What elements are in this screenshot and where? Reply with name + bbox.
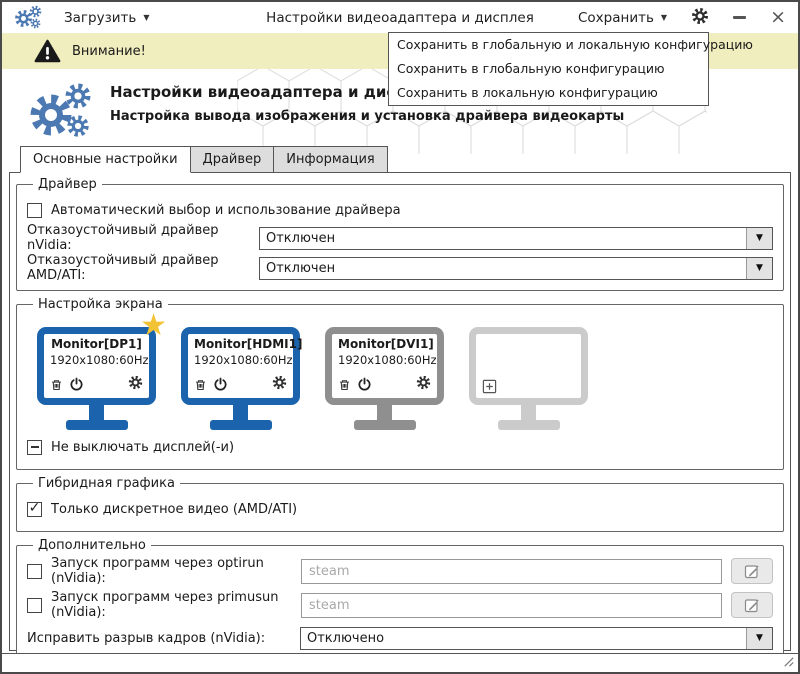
- tab-main-settings[interactable]: Основные настройки: [20, 146, 191, 173]
- monitor-stand: [89, 405, 104, 420]
- monitor-list: ★ Monitor[DP1] 1920x1080:60Hz: [27, 311, 773, 430]
- nvidia-failsafe-value: Отключен: [266, 230, 336, 246]
- monitor-base: [353, 420, 416, 430]
- chevron-down-icon[interactable]: ▼: [746, 627, 772, 649]
- tab-driver[interactable]: Драйвер: [189, 146, 275, 173]
- tearing-fix-value: Отключено: [307, 630, 385, 646]
- power-icon[interactable]: [357, 377, 372, 392]
- monitor-stand: [521, 405, 536, 420]
- power-icon[interactable]: [69, 377, 84, 392]
- trash-icon[interactable]: [50, 378, 63, 392]
- nvidia-failsafe-label: Отказоустойчивый драйвер nVidia:: [27, 223, 219, 253]
- add-monitor-icon[interactable]: [482, 379, 497, 394]
- driver-group-legend: Драйвер: [38, 177, 97, 192]
- optirun-edit-button[interactable]: [731, 558, 773, 584]
- chevron-down-icon[interactable]: ▼: [746, 227, 772, 249]
- hybrid-graphics-legend: Гибридная графика: [38, 476, 175, 491]
- chevron-down-icon: ▼: [660, 12, 668, 22]
- monitor-mode: 1920x1080:60Hz: [338, 353, 437, 367]
- monitor-settings-gear-icon[interactable]: [416, 375, 431, 394]
- menu-item-save-local[interactable]: Сохранить в локальную конфигурацию: [397, 85, 658, 100]
- settings-gear-icon[interactable]: [691, 7, 709, 29]
- tab-information[interactable]: Информация: [273, 146, 388, 173]
- power-icon[interactable]: [213, 377, 228, 392]
- optirun-label: Запуск программ через optirun (nVidia):: [51, 556, 264, 586]
- keep-display-on-checkbox[interactable]: [27, 439, 42, 455]
- monitor-settings-gear-icon[interactable]: [272, 375, 287, 394]
- edit-pencil-icon: [744, 599, 759, 613]
- primusun-command-input[interactable]: [301, 592, 722, 618]
- extra-group: Дополнительно Запуск программ через opti…: [16, 538, 784, 662]
- auto-driver-label: Автоматический выбор и использование дра…: [51, 202, 401, 218]
- trash-icon[interactable]: [338, 378, 351, 392]
- discrete-only-label: Только дискретное видео (AMD/ATI): [51, 501, 298, 517]
- chevron-down-icon: ▼: [143, 12, 150, 22]
- monitor-name: Monitor[DVI1]: [338, 337, 434, 351]
- amd-failsafe-value: Отключен: [266, 260, 336, 276]
- trash-icon[interactable]: [194, 378, 207, 392]
- app-logo-icon: [14, 5, 44, 31]
- edit-pencil-icon: [744, 565, 759, 579]
- screen-group-legend: Настройка экрана: [38, 297, 163, 312]
- monitor-card-dvi1[interactable]: Monitor[DVI1] 1920x1080:60Hz: [325, 327, 444, 430]
- primusun-checkbox[interactable]: [27, 597, 42, 613]
- load-button-label: Загрузить: [64, 9, 137, 26]
- keep-display-on-label: Не выключать дисплей(-и): [51, 439, 235, 455]
- status-bar: [2, 653, 798, 672]
- monitor-stand: [233, 405, 248, 420]
- primusun-edit-button[interactable]: [731, 592, 773, 618]
- optirun-command-input[interactable]: [301, 558, 722, 584]
- warning-text: Внимание!: [72, 43, 146, 59]
- tearing-fix-select[interactable]: Отключено ▼: [300, 626, 773, 650]
- page-header: Настройки видеоадаптера и дисплея Настро…: [2, 69, 798, 146]
- screen-group: Настройка экрана ★ Monitor[DP1] 1920x108…: [16, 297, 784, 470]
- menu-item-save-global-local[interactable]: Сохранить в глобальную и локальную конфи…: [397, 37, 753, 52]
- monitor-card-dp1[interactable]: ★ Monitor[DP1] 1920x1080:60Hz: [37, 311, 167, 430]
- page-subtitle: Настройка вывода изображения и установка…: [110, 109, 625, 124]
- nvidia-failsafe-select[interactable]: Отключен ▼: [259, 226, 773, 250]
- page-title: Настройки видеоадаптера и дисплея: [110, 83, 437, 101]
- menu-item-save-global[interactable]: Сохранить в глобальную конфигурацию: [397, 61, 665, 76]
- resize-grip-icon[interactable]: [782, 656, 795, 669]
- monitor-base: [209, 420, 272, 430]
- monitor-mode: 1920x1080:60Hz: [50, 353, 149, 367]
- monitor-name: Monitor[DP1]: [51, 337, 142, 351]
- chevron-down-icon[interactable]: ▼: [746, 257, 772, 279]
- amd-failsafe-label: Отказоустойчивый драйвер AMD/ATI:: [27, 253, 219, 283]
- minimize-icon[interactable]: [733, 16, 747, 19]
- auto-driver-checkbox[interactable]: [27, 202, 42, 218]
- monitor-base: [497, 420, 560, 430]
- extra-group-legend: Дополнительно: [38, 538, 146, 553]
- driver-group: Драйвер Автоматический выбор и использов…: [16, 177, 784, 291]
- tearing-fix-label: Исправить разрыв кадров (nVidia):: [27, 630, 266, 646]
- header-logo-gears: [28, 82, 94, 142]
- save-button-label: Сохранить: [577, 9, 654, 26]
- tab-content-panel: Драйвер Автоматический выбор и использов…: [9, 172, 791, 662]
- load-button[interactable]: Загрузить ▼: [64, 10, 150, 26]
- monitor-base: [65, 420, 128, 430]
- tab-bar: Основные настройки Драйвер Информация: [20, 146, 388, 173]
- close-icon[interactable]: ×: [770, 6, 786, 28]
- monitor-card-hdmi1[interactable]: Monitor[HDMI1] 1920x1080:60Hz: [181, 327, 303, 430]
- monitor-mode: 1920x1080:60Hz: [194, 353, 293, 367]
- discrete-only-checkbox[interactable]: [27, 501, 42, 517]
- titlebar: Загрузить ▼ Настройки видеоадаптера и ди…: [2, 2, 798, 33]
- warning-icon: [34, 39, 61, 62]
- save-dropdown-menu: Сохранить в глобальную и локальную конфи…: [388, 32, 753, 106]
- amd-failsafe-select[interactable]: Отключен ▼: [259, 256, 773, 280]
- primusun-label: Запуск программ через primusun (nVidia):: [51, 590, 279, 620]
- hybrid-graphics-group: Гибридная графика Только дискретное виде…: [16, 476, 784, 532]
- primary-star-icon: ★: [140, 308, 167, 343]
- monitor-name: Monitor[HDMI1]: [194, 337, 303, 351]
- monitor-stand: [377, 405, 392, 420]
- monitor-settings-gear-icon[interactable]: [128, 375, 143, 394]
- optirun-checkbox[interactable]: [27, 563, 42, 579]
- save-button[interactable]: Сохранить ▼: [578, 10, 667, 26]
- monitor-card-empty[interactable]: [469, 327, 588, 430]
